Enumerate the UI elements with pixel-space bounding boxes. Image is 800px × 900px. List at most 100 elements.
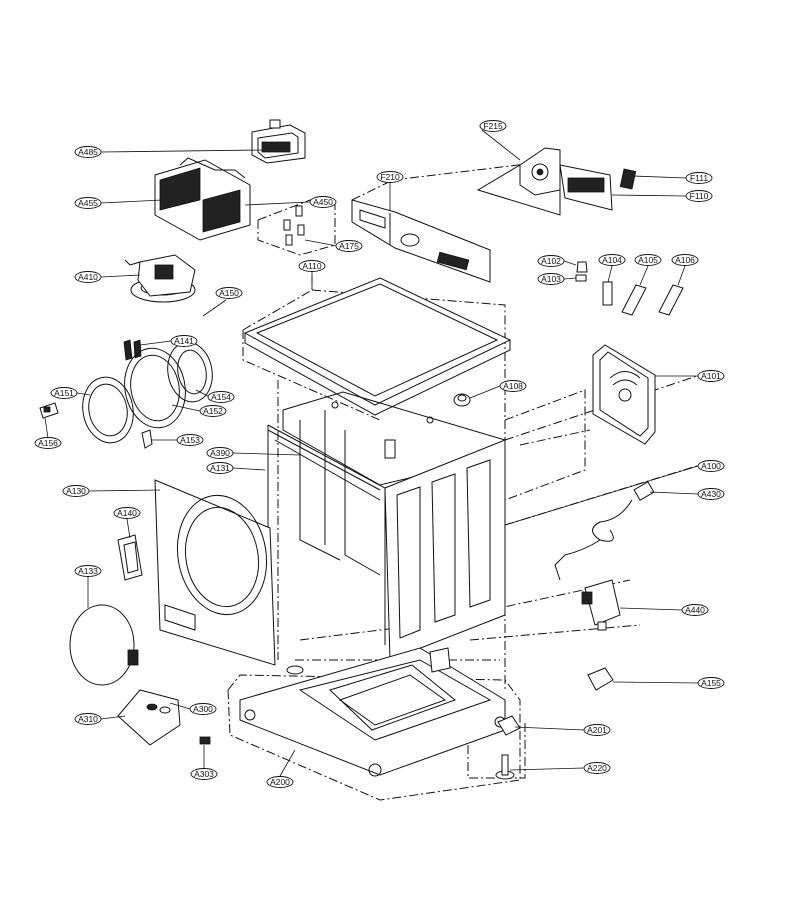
svg-text:A151: A151 xyxy=(54,388,74,398)
label-a220: A220 xyxy=(583,762,611,774)
svg-text:A201: A201 xyxy=(587,725,607,735)
svg-text:F110: F110 xyxy=(690,191,709,201)
hinge-clips xyxy=(123,339,142,361)
leg-bracket xyxy=(497,715,521,736)
label-a450: A450 xyxy=(309,196,337,208)
label-a485: A485 xyxy=(74,146,102,158)
svg-text:A153: A153 xyxy=(180,435,200,445)
label-bubbles: A485 A455 A450 A175 A410 A150 A110 A141 … xyxy=(34,120,725,788)
svg-text:A430: A430 xyxy=(701,489,721,499)
label-a175: A175 xyxy=(335,240,363,252)
svg-text:A110: A110 xyxy=(302,261,321,271)
door-lock xyxy=(117,534,143,581)
door-glass xyxy=(82,376,134,444)
svg-text:A390: A390 xyxy=(210,448,230,458)
label-a410: A410 xyxy=(74,271,102,283)
label-a106: A106 xyxy=(671,254,699,266)
svg-text:A300: A300 xyxy=(193,704,213,714)
door-outer-ring xyxy=(124,347,186,429)
label-a110: A110 xyxy=(298,260,326,272)
svg-text:A150: A150 xyxy=(219,288,239,298)
svg-text:A133: A133 xyxy=(78,566,98,576)
label-a390: A390 xyxy=(206,447,234,459)
door-latch xyxy=(39,402,59,419)
svg-text:A104: A104 xyxy=(602,255,622,265)
svg-text:A156: A156 xyxy=(38,438,58,448)
control-panel xyxy=(351,199,491,283)
label-a455: A455 xyxy=(74,197,102,209)
svg-text:A200: A200 xyxy=(270,777,290,787)
label-a201: A201 xyxy=(583,724,611,736)
label-a300: A300 xyxy=(189,703,217,715)
filter-cover xyxy=(117,689,181,746)
detergent-box xyxy=(154,157,251,241)
svg-text:A141: A141 xyxy=(174,336,194,346)
svg-text:F210: F210 xyxy=(380,172,400,182)
label-a156: A156 xyxy=(34,437,62,449)
control-board xyxy=(476,147,613,216)
label-a105: A105 xyxy=(634,254,662,266)
svg-text:A303: A303 xyxy=(194,769,214,779)
label-a440: A440 xyxy=(681,604,709,616)
svg-text:A101: A101 xyxy=(701,371,721,381)
label-a108: A108 xyxy=(499,380,527,392)
knob-part xyxy=(619,168,637,190)
gasket-clamp-ring xyxy=(69,604,139,686)
label-a103: A103 xyxy=(537,273,565,285)
svg-text:A440: A440 xyxy=(685,605,705,615)
label-a100: A100 xyxy=(697,460,725,472)
rubber-cap xyxy=(587,667,614,691)
label-a140: A140 xyxy=(113,507,141,519)
svg-text:A106: A106 xyxy=(675,255,695,265)
detergent-housing-top xyxy=(251,119,306,164)
label-a153: A153 xyxy=(176,434,204,446)
svg-text:A450: A450 xyxy=(313,197,333,207)
svg-text:A410: A410 xyxy=(78,272,98,282)
label-a151: A151 xyxy=(50,387,78,399)
label-a200: A200 xyxy=(266,776,294,788)
small-sensor-parts xyxy=(575,261,684,316)
svg-text:A175: A175 xyxy=(339,241,359,251)
label-a155: A155 xyxy=(697,677,725,689)
base-frame xyxy=(239,647,506,777)
svg-text:A155: A155 xyxy=(701,678,721,688)
label-a310: A310 xyxy=(74,713,102,725)
small-screw xyxy=(199,736,211,745)
noise-filter xyxy=(581,579,621,631)
label-a102: A102 xyxy=(537,255,565,267)
label-a150: A150 xyxy=(215,287,243,299)
svg-text:A105: A105 xyxy=(638,255,658,265)
svg-text:F215: F215 xyxy=(483,121,503,131)
label-a152: A152 xyxy=(199,405,227,417)
svg-text:A310: A310 xyxy=(78,714,98,724)
svg-text:A102: A102 xyxy=(541,256,561,266)
label-f215: F215 xyxy=(479,120,507,132)
label-f111: F111 xyxy=(685,172,713,184)
power-cord xyxy=(554,481,655,581)
label-a154: A154 xyxy=(207,391,235,403)
svg-text:A130: A130 xyxy=(66,486,86,496)
svg-text:A455: A455 xyxy=(78,198,98,208)
svg-text:A154: A154 xyxy=(211,392,231,402)
svg-text:A108: A108 xyxy=(503,381,523,391)
label-f210: F210 xyxy=(376,171,404,183)
door-handle xyxy=(141,429,153,449)
svg-text:A100: A100 xyxy=(701,461,721,471)
svg-text:A152: A152 xyxy=(203,406,223,416)
svg-text:A140: A140 xyxy=(117,508,137,518)
svg-text:A131: A131 xyxy=(210,463,230,473)
svg-text:A103: A103 xyxy=(541,274,561,284)
water-valve-assembly xyxy=(124,254,196,303)
svg-text:A485: A485 xyxy=(78,147,98,157)
leveling-foot xyxy=(495,754,515,780)
label-a430: A430 xyxy=(697,488,725,500)
label-a130: A130 xyxy=(62,485,90,497)
small-fittings xyxy=(283,205,305,246)
front-panel xyxy=(154,479,276,666)
label-a104: A104 xyxy=(598,254,626,266)
cabinet-frame xyxy=(267,391,506,661)
label-a303: A303 xyxy=(190,768,218,780)
label-f110: F110 xyxy=(685,190,713,202)
leader-lines xyxy=(44,129,699,777)
top-cover xyxy=(243,277,512,416)
